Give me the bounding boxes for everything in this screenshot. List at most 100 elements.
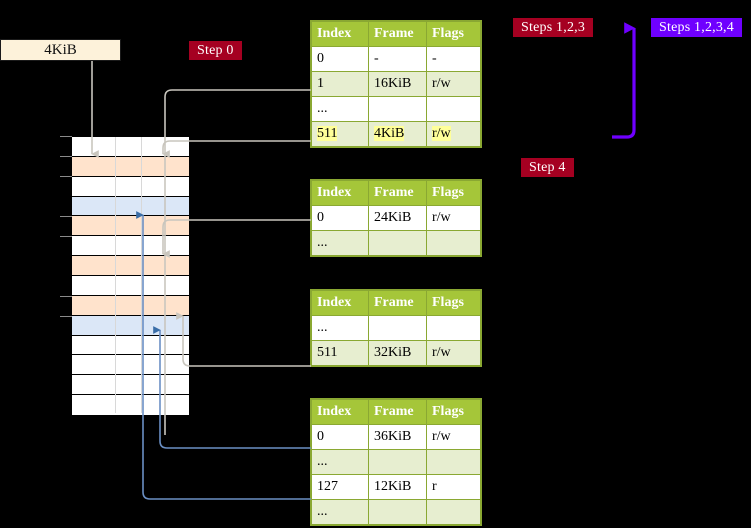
table-cell — [426, 230, 481, 256]
table-cell: 4KiB — [368, 121, 427, 147]
steps-1234-badge: Steps 1,2,3,4 — [651, 18, 742, 37]
table-cell — [368, 96, 427, 122]
memory-frame-row — [72, 315, 189, 336]
table-cell: ... — [311, 230, 369, 256]
table-cell — [368, 449, 427, 475]
memory-frame-row — [72, 156, 189, 177]
table-row: ... — [311, 315, 481, 341]
table-cell: - — [426, 46, 481, 72]
memory-grid-divider — [115, 137, 116, 413]
table-cell: r/w — [426, 205, 481, 231]
table-cell — [426, 96, 481, 122]
memory-tick-mark — [60, 296, 72, 297]
table-cell: 127 — [311, 474, 369, 500]
memory-frame-row — [72, 295, 189, 316]
memory-frame-row — [72, 375, 189, 396]
memory-frame-row — [72, 196, 189, 217]
memory-frame-row — [72, 335, 189, 356]
memory-frame-row — [72, 137, 189, 157]
table-row: 0-- — [311, 46, 481, 72]
column-header-frame: Frame — [368, 21, 427, 47]
table-cell: 0 — [311, 205, 369, 231]
table-row: ... — [311, 499, 481, 525]
memory-frame-row — [72, 236, 189, 257]
column-header-frame: Frame — [368, 290, 427, 316]
table-cell: r/w — [426, 340, 481, 366]
table-cell: ... — [311, 315, 369, 341]
memory-tick-mark — [60, 176, 72, 177]
table-cell: 1 — [311, 71, 369, 97]
table-cell: 0 — [311, 46, 369, 72]
memory-frame-row — [72, 256, 189, 276]
column-header-index: Index — [311, 21, 369, 47]
memory-frame-row — [72, 355, 189, 376]
table-cell — [368, 499, 427, 525]
memory-tick-mark — [60, 136, 72, 137]
table-cell: r/w — [426, 424, 481, 450]
memory-grid-divider — [141, 137, 142, 413]
memory-frame-row — [72, 216, 189, 237]
table-cell — [426, 315, 481, 341]
table-cell: 24KiB — [368, 205, 427, 231]
size-label-box: 4KiB — [0, 39, 121, 61]
step-0-badge: Step 0 — [189, 41, 242, 60]
column-header-frame: Frame — [368, 180, 427, 206]
table-cell: ... — [311, 499, 369, 525]
column-header-flags: Flags — [426, 290, 481, 316]
connector-recursive-violet — [612, 22, 636, 139]
column-header-frame: Frame — [368, 399, 427, 425]
memory-frame-row — [72, 395, 189, 415]
table-cell — [368, 315, 427, 341]
table-cell: 511 — [311, 340, 369, 366]
memory-tick-mark — [60, 236, 72, 237]
steps-123-badge: Steps 1,2,3 — [513, 18, 594, 37]
table-cell: 16KiB — [368, 71, 427, 97]
connector-pd-to-memory — [176, 312, 311, 367]
memory-frame-row — [72, 276, 189, 296]
table-cell: r/w — [426, 71, 481, 97]
table-cell: - — [368, 46, 427, 72]
table-row: ... — [311, 449, 481, 475]
table-cell: 0 — [311, 424, 369, 450]
physical-memory-grid — [71, 136, 190, 415]
column-header-flags: Flags — [426, 180, 481, 206]
memory-tick-mark — [60, 316, 72, 317]
table-cell: r — [426, 474, 481, 500]
step-4-badge: Step 4 — [521, 158, 574, 177]
table-cell: 12KiB — [368, 474, 427, 500]
column-header-flags: Flags — [426, 399, 481, 425]
memory-tick-mark — [60, 156, 72, 157]
table-cell — [368, 230, 427, 256]
table-cell — [426, 449, 481, 475]
table-cell: ... — [311, 96, 369, 122]
column-header-index: Index — [311, 180, 369, 206]
table-cell: 36KiB — [368, 424, 427, 450]
table-row: 511 4KiB r/w — [311, 121, 481, 147]
table-cell — [426, 499, 481, 525]
table-cell: 32KiB — [368, 340, 427, 366]
table-row: ... — [311, 96, 481, 122]
highlighted-value: 511 — [317, 126, 338, 141]
table-cell: r/w — [426, 121, 481, 147]
column-header-index: Index — [311, 399, 369, 425]
highlighted-value: r/w — [432, 126, 451, 141]
table-cell: ... — [311, 449, 369, 475]
memory-frame-row — [72, 176, 189, 197]
table-row: ... — [311, 230, 481, 256]
highlighted-value: 4KiB — [374, 126, 405, 141]
memory-tick-mark — [60, 216, 72, 217]
column-header-flags: Flags — [426, 21, 481, 47]
